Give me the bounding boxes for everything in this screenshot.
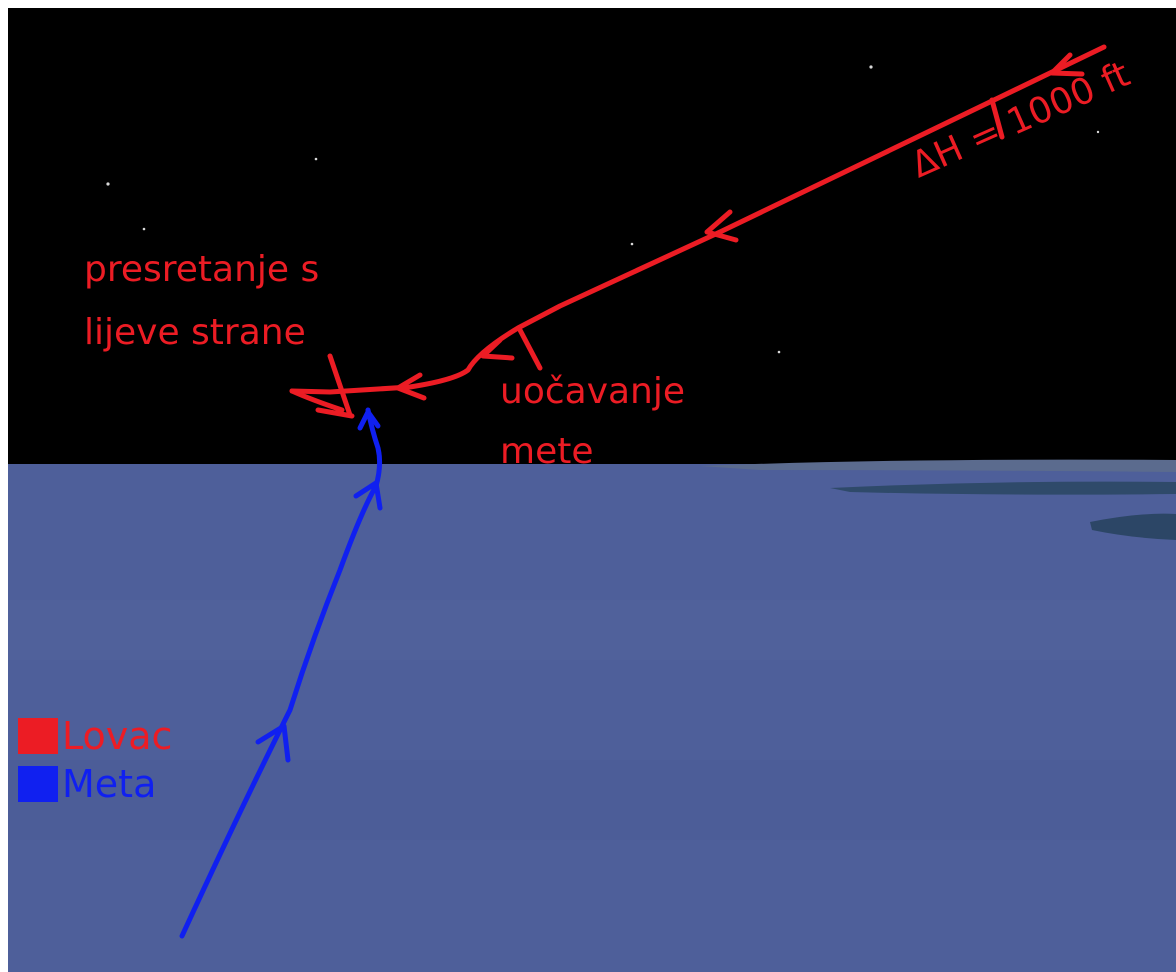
star [1096,130,1100,134]
intercept-label-line1: presretanje s [84,249,320,290]
dark-land-patch [1090,513,1176,540]
legend-item-fighter: Lovac [18,714,173,758]
star [630,242,634,246]
legend-item-target: Meta [18,762,157,806]
arrow-head [480,337,515,361]
star [106,182,110,186]
legend-swatch-target [18,766,58,802]
arrow-head [357,409,381,431]
dark-land-patch [830,481,1176,495]
ground-surface [8,464,1176,972]
star [777,350,781,354]
horizon-land [700,459,1176,472]
altitude-tick [989,97,1005,140]
arrow-head [1049,52,1085,77]
night-sky [8,8,1176,466]
arrow-head [704,209,739,243]
intercept-pointer [327,353,353,418]
detection-tick [517,327,543,371]
ground-shade [8,600,1176,660]
arrow-head [395,372,427,401]
target-path [179,407,383,939]
detection-label-line1: uočavanje [500,371,686,412]
arrow-head [255,723,291,763]
star [142,227,146,231]
ground-shade [8,760,1176,840]
stars [106,65,1100,354]
star [869,65,873,69]
ground [8,459,1176,972]
star [314,157,318,161]
fighter-path [289,44,1107,395]
arrow-head [353,480,383,511]
fighter-turn [289,388,355,419]
legend-swatch-fighter [18,718,58,754]
legend-label-target: Meta [62,762,157,806]
target-track [179,407,383,939]
fighter-track [289,44,1107,419]
detection-label-line2: mete [500,431,594,472]
legend-label-fighter: Lovac [62,714,173,758]
intercept-label-line2: lijeve strane [84,312,306,353]
